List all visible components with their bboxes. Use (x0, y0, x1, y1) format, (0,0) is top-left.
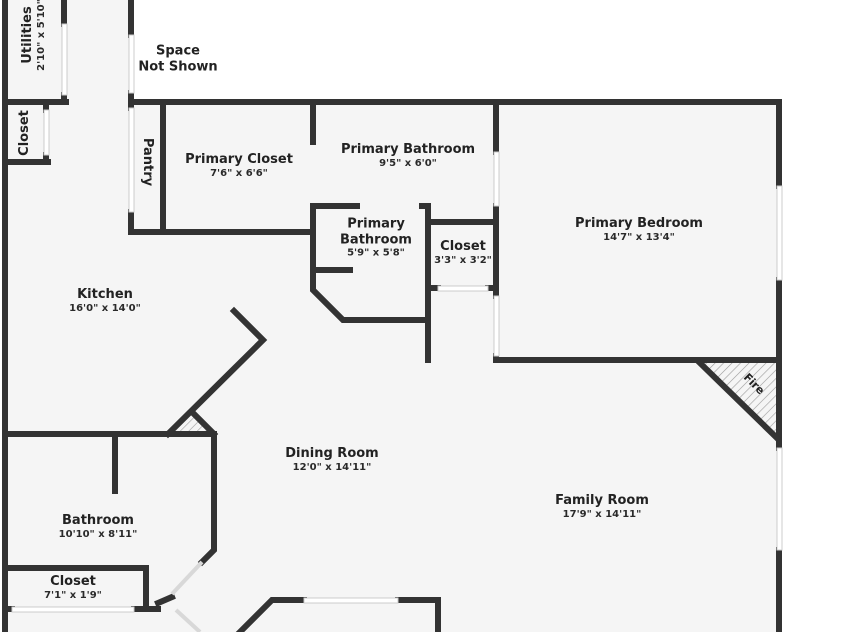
door-openings (170, 560, 204, 632)
room-label-space-not-shown: Space Not Shown (138, 43, 218, 74)
windows (11, 23, 783, 613)
room-label-primary-bedroom: Primary Bedroom 14'7" x 13'4" (575, 216, 703, 243)
room-label-primary-bathroom-2: Primary Bathroom 5'9" x 5'8" (340, 216, 412, 259)
room-label-closet-bottom: Closet 7'1" x 1'9" (44, 574, 102, 601)
room-label-closet-left: Closet (17, 110, 33, 156)
room-label-pantry: Pantry (139, 137, 155, 187)
room-label-closet-mid: Closet 3'3" x 3'2" (434, 239, 492, 266)
room-label-dining-room: Dining Room 12'0" x 14'11" (285, 446, 379, 473)
room-label-bathroom: Bathroom 10'10" x 8'11" (58, 513, 138, 540)
room-label-primary-closet: Primary Closet 7'6" x 6'6" (185, 152, 293, 179)
kitchen-counter-hatch (168, 413, 214, 434)
room-label-family-room: Family Room 17'9" x 14'11" (555, 493, 649, 520)
room-label-kitchen: Kitchen 16'0" x 14'0" (69, 287, 141, 314)
room-label-primary-bathroom-1: Primary Bathroom 9'5" x 6'0" (340, 142, 476, 169)
walls (2, 0, 782, 632)
room-label-utilities: Utilities 2'10" x 5'10" (20, 0, 47, 71)
